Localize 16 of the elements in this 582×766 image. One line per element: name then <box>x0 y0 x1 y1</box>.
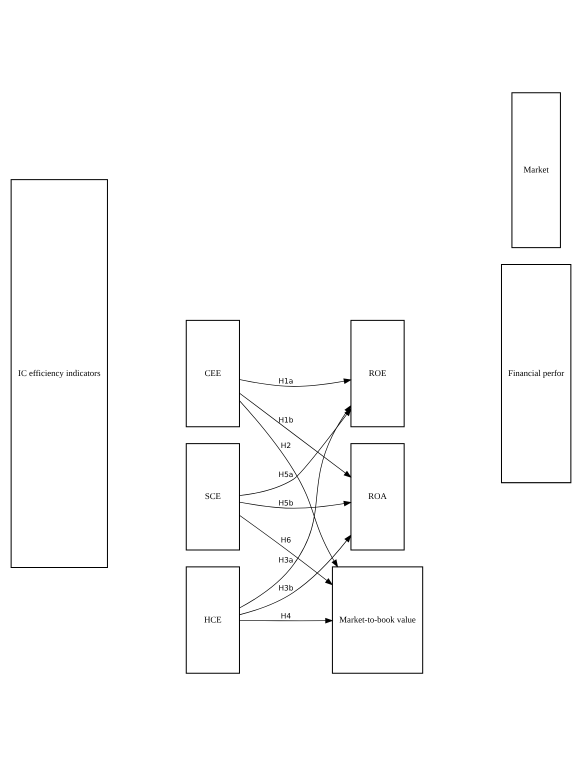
node-box: Market <box>511 92 561 248</box>
arrow <box>239 534 352 616</box>
arrow <box>239 408 352 496</box>
node-box: IC efficiency indicators <box>10 179 108 568</box>
node-box: HCE <box>186 566 240 674</box>
node-box: ROA <box>350 443 405 551</box>
arrow <box>239 618 334 624</box>
node-box: Market-to-book value <box>332 566 424 674</box>
arrow <box>239 500 352 509</box>
arrow <box>239 400 338 568</box>
arrow <box>239 378 352 387</box>
node-box: CEE <box>186 320 240 428</box>
arrow <box>239 515 334 586</box>
node-box: ROE <box>350 320 405 428</box>
node-box: SCE <box>186 443 240 551</box>
node-box: Financial perfor <box>500 264 572 484</box>
